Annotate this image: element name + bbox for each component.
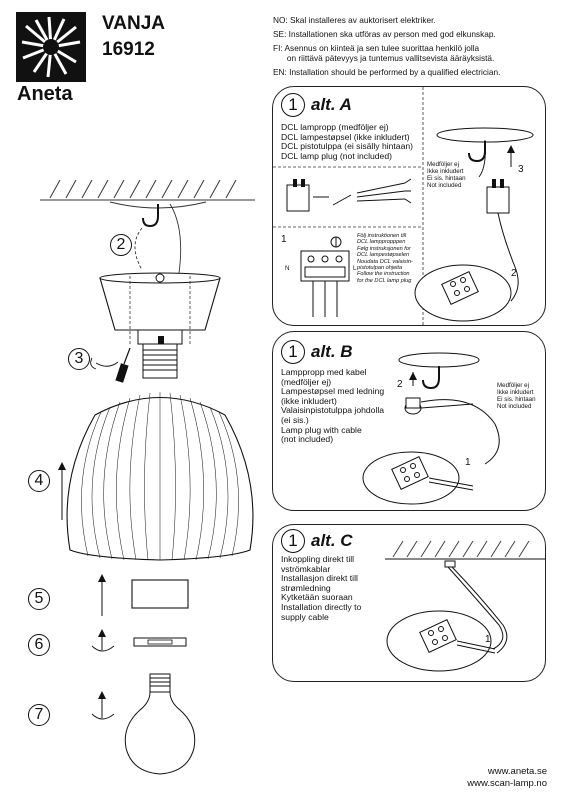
alt-b-line: (ei sis.) (281, 414, 309, 425)
alt-b-heading: 1 alt. B (281, 340, 353, 364)
alt-a-line: DCL pistotulppa (ei sisälly hintaan) (281, 141, 413, 152)
alt-b-label: alt. B (311, 342, 353, 361)
alt-c-line: supply cable (281, 611, 329, 622)
alt-a-instr-line: Följ instruktionen till (357, 233, 407, 239)
alt-c-diagram (385, 540, 545, 672)
alt-a-instr-line: DCL lampestøpselen (357, 252, 410, 259)
warning-se: SE: Installationen ska utföras av person… (273, 29, 496, 39)
ceiling-hook (142, 204, 159, 228)
alt-a-text: DCL lampropp (medföljer ej) DCL lampestø… (281, 122, 413, 161)
alt-a-instr-line: Follow the instruction (357, 271, 410, 278)
product-name: VANJA (102, 13, 165, 34)
alt-a-term-n: N (285, 265, 290, 272)
alt-a-label: alt. A (311, 95, 352, 114)
alt-c-line: Inkoppling direkt till (281, 554, 355, 564)
panel-alt-b: 1 alt. B Lamppropp med kabel (medföljer … (272, 331, 546, 511)
ceiling-hatch (40, 179, 255, 201)
step-4-number: 4 (28, 470, 50, 492)
assembly-illustration (40, 179, 255, 775)
alt-c-line: Installasjon direkt till (281, 573, 358, 584)
alt-b-not-included-line: Medföljer ej (497, 382, 529, 389)
alt-a-instr-line: DCL lamppropppen (357, 239, 406, 246)
alt-b-line: (ikke inkludert) (281, 395, 337, 406)
warning-fi-2: on riittävä pätevyys ja tuntemus vallits… (273, 53, 495, 63)
alt-a-term-l: L (353, 265, 357, 272)
warning-no: NO: Skal installeres av auktorisert elek… (273, 15, 436, 25)
alt-c-heading: 1 alt. C (281, 529, 353, 553)
footer-url-aneta[interactable]: www.aneta.se (487, 766, 547, 777)
panel-alt-a: 1 alt. A DCL lampropp (medföljer ej) DCL… (272, 86, 546, 326)
footer-url-scanlamp[interactable]: www.scan-lamp.no (467, 778, 547, 789)
alt-b-text: Lamppropp med kabel (medföljer ej) Lampe… (281, 367, 385, 445)
alt-b-line: (medföljer ej) (281, 376, 332, 387)
step-2-number: 2 (110, 234, 132, 256)
step-6-number: 6 (28, 634, 50, 656)
warning-en: EN: Installation should be performed by … (273, 67, 501, 77)
footer-links: www.aneta.se www.scan-lamp.no (467, 766, 547, 790)
brand-name: Aneta (17, 83, 73, 105)
alt-b-line: Lamp plug with cable (281, 424, 362, 435)
alt-b-not-included-line: Not included (497, 403, 532, 410)
panel-alt-c: 1 alt. C Inkoppling direkt till vströmka… (272, 524, 546, 682)
alt-c-line: vströmkablar (281, 563, 331, 574)
alt-b-callout-1: 1 (465, 457, 471, 468)
alt-b-number: 1 (281, 340, 305, 364)
alt-a-dividers (273, 87, 534, 325)
alt-b-not-included-line: Ikke inkludert (497, 389, 534, 396)
alt-c-callout-1: 1 (485, 634, 491, 645)
aneta-logo-icon (16, 12, 86, 82)
alt-a-instr-number: 1 (281, 234, 287, 245)
alt-c-number: 1 (281, 529, 305, 553)
alt-a-instr-line: Følg instruksjonen for (357, 245, 411, 252)
alt-a-heading: 1 alt. A (281, 93, 352, 117)
alt-a-instruction: Följ instruktionen till DCL lamppropppen… (357, 233, 413, 284)
alt-b-line: (not included) (281, 434, 334, 445)
product-number: 16912 (102, 39, 155, 60)
step-3-number: 3 (68, 348, 90, 370)
alt-a-line: DCL lampropp (medföljer ej) (281, 122, 389, 132)
light-bulb (124, 673, 196, 775)
alt-a-number: 1 (281, 93, 305, 117)
alt-c-line: Kytketään suoraan (281, 592, 353, 603)
alt-b-not-included-line: Ei sis. hintaan (497, 396, 536, 403)
alt-b-diagram (362, 352, 500, 505)
step-5-number: 5 (28, 588, 50, 610)
alt-c-line: strømledning (281, 582, 331, 593)
alt-a-not-included-line: Ei sis. hintaan (427, 175, 466, 182)
alt-b-not-included: Medföljer ej Ikke inkludert Ei sis. hint… (497, 382, 536, 410)
alt-c-label: alt. C (311, 531, 353, 550)
alt-c-text: Inkoppling direkt till vströmkablar Inst… (281, 554, 362, 622)
alt-a-instr-line: Noudata DCL valaisin- (357, 258, 413, 265)
warning-fi-1: FI: Asennus on kiinteä ja sen tulee suor… (273, 43, 480, 53)
alt-b-line: Valaisinpistotulppa johdolla (281, 405, 385, 416)
step-7-number: 7 (28, 704, 50, 726)
lantern-shade (66, 392, 254, 561)
alt-a-line: DCL lampestøpsel (ikke inkludert) (281, 131, 410, 142)
alt-b-line: Lampestøpsel med ledning (281, 386, 385, 397)
alt-b-line: Lamppropp med kabel (281, 367, 367, 377)
warnings-block: NO: Skal installeres av auktorisert elek… (273, 15, 500, 77)
alt-a-instr-line: for the DCL lamp plug (357, 277, 412, 284)
alt-a-not-included-line: Medföljer ej (427, 161, 459, 168)
alt-a-not-included: Medföljer ej Ikke inkludert Ei sis. hint… (427, 161, 466, 189)
alt-a-instr-line: pistotulpan ohjeita (357, 265, 403, 272)
alt-a-callout-2: 2 (511, 268, 517, 279)
alt-b-callout-2: 2 (397, 379, 403, 390)
alt-a-not-included-line: Ikke inkludert (427, 168, 464, 175)
alt-a-line: DCL lamp plug (not included) (281, 150, 392, 161)
alt-a-not-included-line: Not included (427, 182, 462, 189)
alt-a-callout-3: 3 (518, 164, 524, 175)
alt-c-line: Installation directly to (281, 601, 362, 612)
